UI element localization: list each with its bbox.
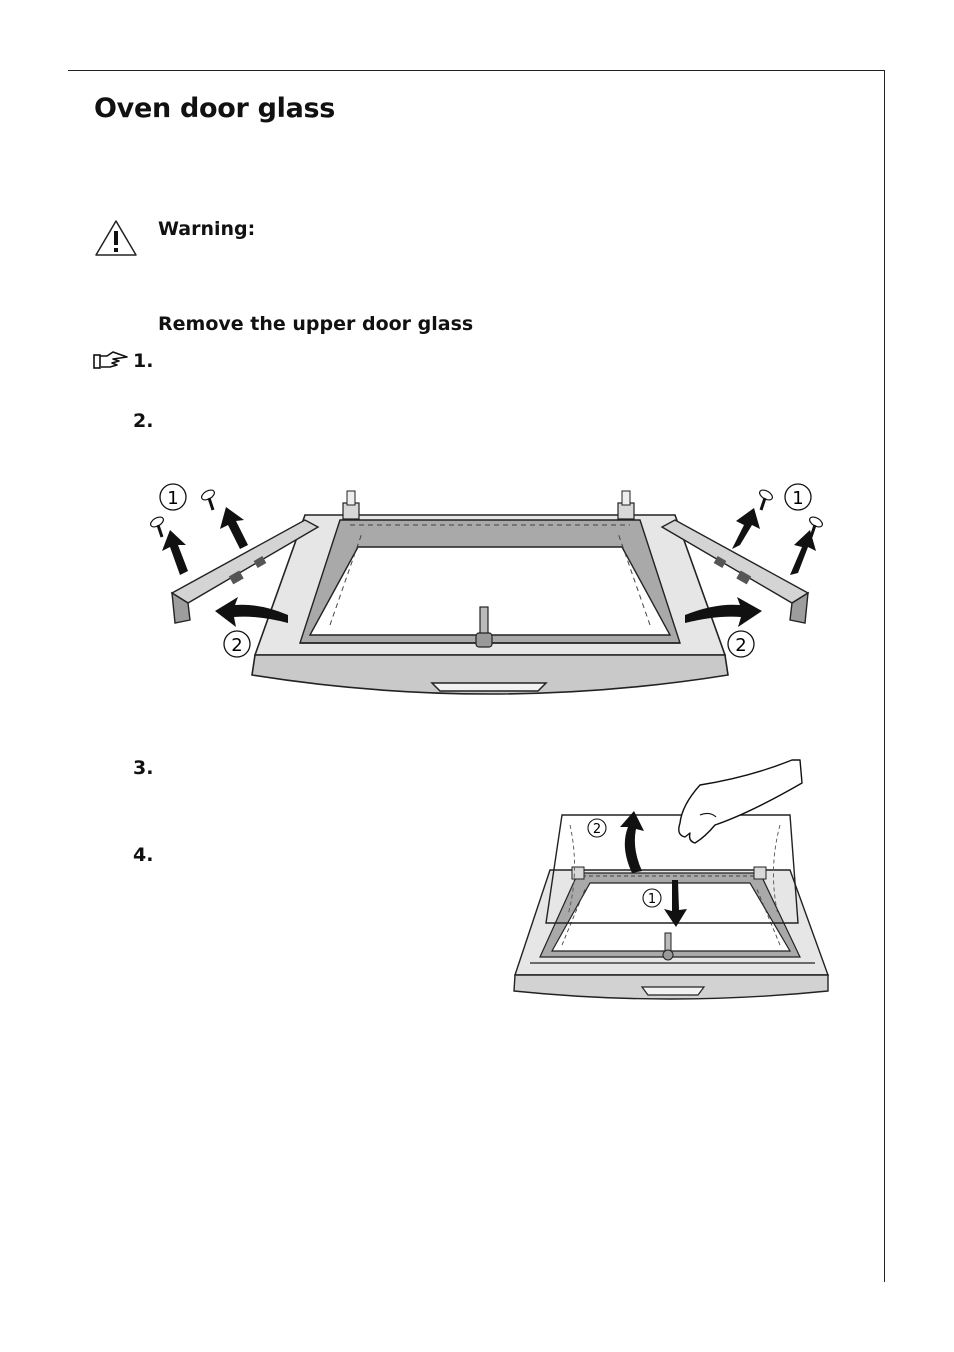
warning-label: Warning:: [158, 218, 256, 240]
door-trim-removal-figure: 1 2 1 2: [150, 483, 823, 695]
warning-triangle-icon: [95, 220, 137, 256]
right-rule: [884, 70, 885, 1282]
step-number: 1.: [133, 350, 154, 372]
callout-number: 1: [167, 488, 178, 509]
glass-panel-lift-figure: 2 1: [513, 759, 829, 1000]
callout-number: 1: [792, 488, 803, 509]
pointing-hand-icon: [93, 351, 128, 369]
top-rule: [68, 70, 885, 71]
step-number: 3.: [133, 757, 154, 779]
callout-number: 2: [231, 635, 242, 656]
page-title: Oven door glass: [94, 93, 336, 124]
callout-number: 1: [648, 892, 656, 907]
callout-number: 2: [735, 635, 746, 656]
callout-number: 2: [593, 822, 601, 837]
step-number: 4.: [133, 844, 154, 866]
step-number: 2.: [133, 410, 154, 432]
section-heading: Remove the upper door glass: [158, 313, 474, 335]
